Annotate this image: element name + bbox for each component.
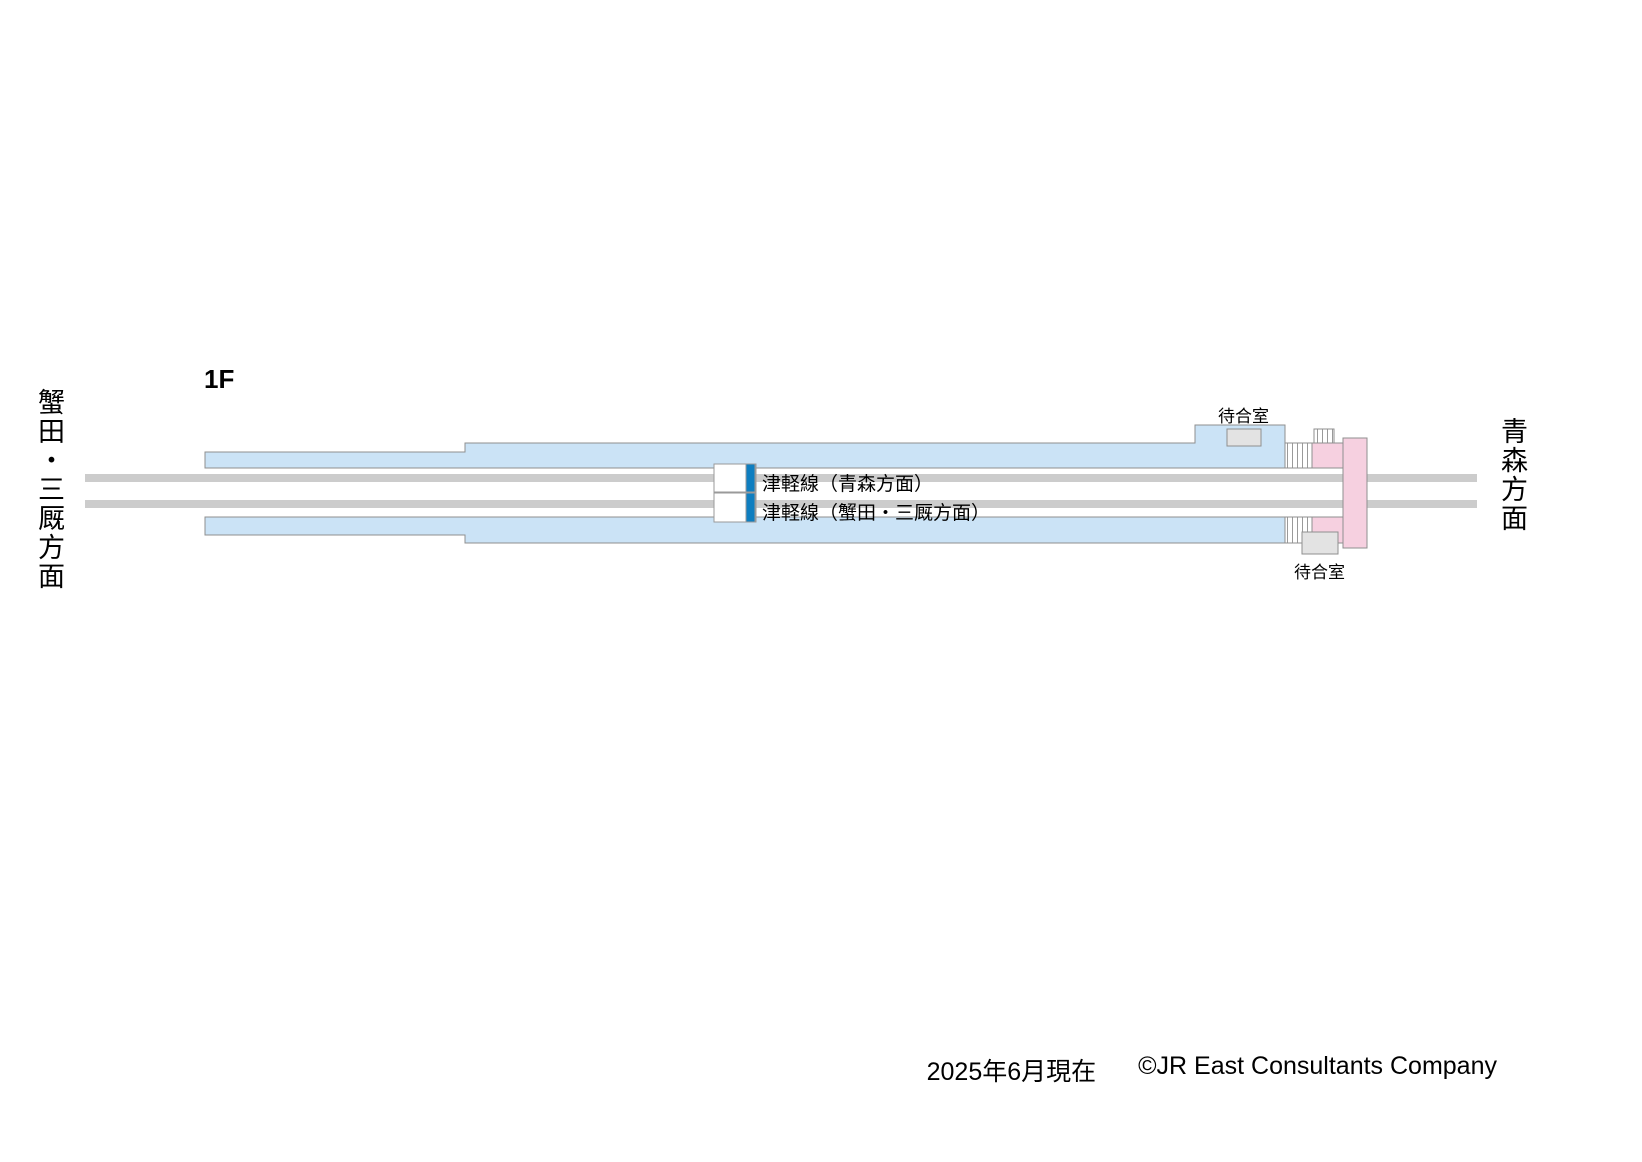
rail-track-upper xyxy=(85,474,1477,482)
platform-upper xyxy=(204,424,1286,469)
waiting-room-top-box xyxy=(1226,428,1262,447)
track-label-kanita-minmaya: 津軽線（蟹田・三厩方面） xyxy=(762,503,991,524)
track-line-marker-upper xyxy=(745,463,756,493)
stairs-top-small-icon xyxy=(1313,428,1335,444)
direction-label-right: 青森方面 xyxy=(1497,417,1527,533)
footer-date: 2025年6月現在 xyxy=(926,1058,1097,1086)
building-room-upper xyxy=(1311,442,1344,469)
station-building xyxy=(1342,437,1368,549)
waiting-room-top-label: 待合室 xyxy=(1218,407,1269,426)
waiting-room-bottom-label: 待合室 xyxy=(1294,563,1345,582)
footer: 2025年6月現在 ©JR East Consultants Company xyxy=(927,1052,1497,1088)
stairs-upper-icon xyxy=(1284,442,1313,469)
floor-label: 1F xyxy=(204,364,235,394)
direction-label-left: 蟹田・三厩方面 xyxy=(34,388,64,591)
track-label-aomori: 津軽線（青森方面） xyxy=(762,474,934,495)
track-line-marker-lower xyxy=(745,492,756,523)
rail-track-lower xyxy=(85,500,1477,508)
footer-copyright: ©JR East Consultants Company xyxy=(1138,1052,1497,1080)
waiting-room-bottom-box xyxy=(1301,531,1339,555)
